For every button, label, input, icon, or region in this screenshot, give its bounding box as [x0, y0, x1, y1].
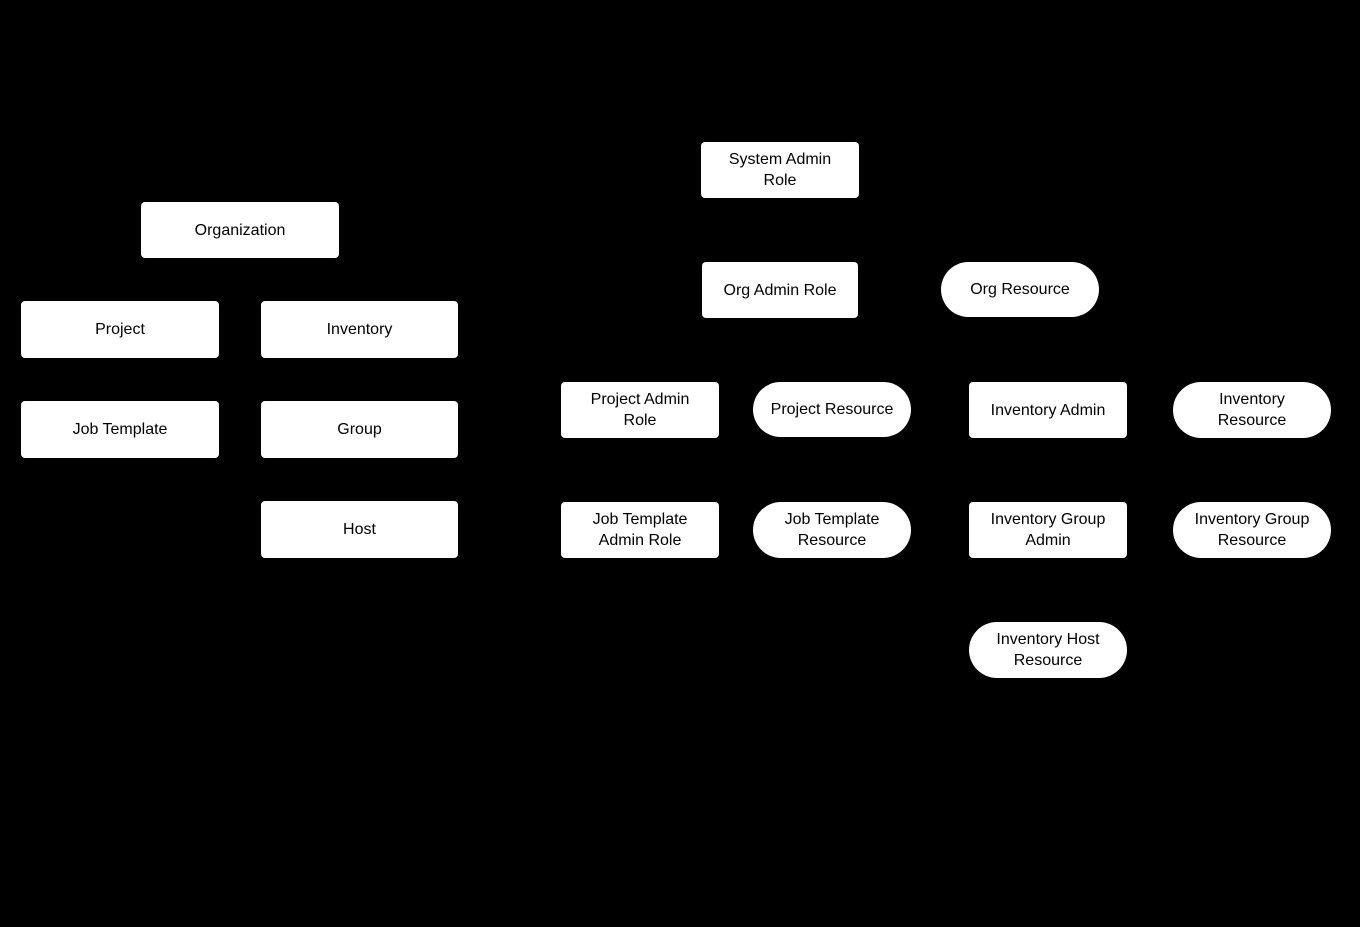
diagram-node-job-template-resource: Job Template Resource	[753, 502, 911, 558]
diagram-node-label-org-resource: Org Resource	[970, 281, 1070, 298]
diagram-node-label-job-template-resource: Job Template Resource	[784, 511, 880, 549]
diagram-node-label-inventory-group-admin: Inventory Group Admin	[990, 511, 1106, 549]
diagram-node-label-job-template: Job Template	[72, 421, 168, 438]
diagram-node-label-project-resource: Project Resource	[770, 401, 894, 418]
diagram-node-label-inventory: Inventory	[326, 321, 393, 338]
diagram-node-inventory-group-admin: Inventory Group Admin	[969, 502, 1127, 558]
diagram-node-organization: Organization	[141, 202, 339, 258]
diagram-node-label-inventory-resource: Inventory Resource	[1217, 391, 1287, 429]
diagram-node-label-organization: Organization	[194, 221, 286, 239]
diagram-node-inventory: Inventory	[261, 301, 458, 358]
diagram-node-host: Host	[261, 501, 458, 558]
diagram-node-label-host: Host	[343, 521, 376, 538]
diagram-node-label-project: Project	[95, 321, 145, 338]
diagram-node-label-inventory-group-resource: Inventory Group Resource	[1194, 511, 1310, 549]
diagram-node-inventory-admin: Inventory Admin	[969, 382, 1127, 438]
diagram-node-group: Group	[261, 401, 458, 458]
diagram-node-project-admin-role: Project Admin Role	[561, 382, 719, 438]
diagram-node-label-inventory-admin: Inventory Admin	[990, 401, 1106, 419]
diagram-node-org-resource: Org Resource	[941, 262, 1099, 317]
diagram-node-org-admin-role: Org Admin Role	[702, 262, 858, 318]
diagram-node-label-system-admin-role: System Admin Role	[728, 151, 832, 189]
diagram-node-inventory-resource: Inventory Resource	[1173, 382, 1331, 438]
diagram-node-label-job-template-admin-role: Job Template Admin Role	[592, 511, 688, 549]
diagram-node-inventory-host-resource: Inventory Host Resource	[969, 622, 1127, 678]
diagram-node-project: Project	[21, 301, 219, 358]
diagram-node-label-inventory-host-resource: Inventory Host Resource	[996, 631, 1100, 669]
diagram-node-inventory-group-resource: Inventory Group Resource	[1173, 502, 1331, 558]
diagram-node-project-resource: Project Resource	[753, 382, 911, 437]
diagram-node-system-admin-role: System Admin Role	[701, 142, 859, 198]
diagram-node-label-group: Group	[337, 421, 382, 438]
diagram-node-job-template: Job Template	[21, 401, 219, 458]
diagram-node-job-template-admin-role: Job Template Admin Role	[561, 502, 719, 558]
diagram-node-label-org-admin-role: Org Admin Role	[723, 281, 837, 299]
diagram-node-label-project-admin-role: Project Admin Role	[590, 391, 690, 429]
